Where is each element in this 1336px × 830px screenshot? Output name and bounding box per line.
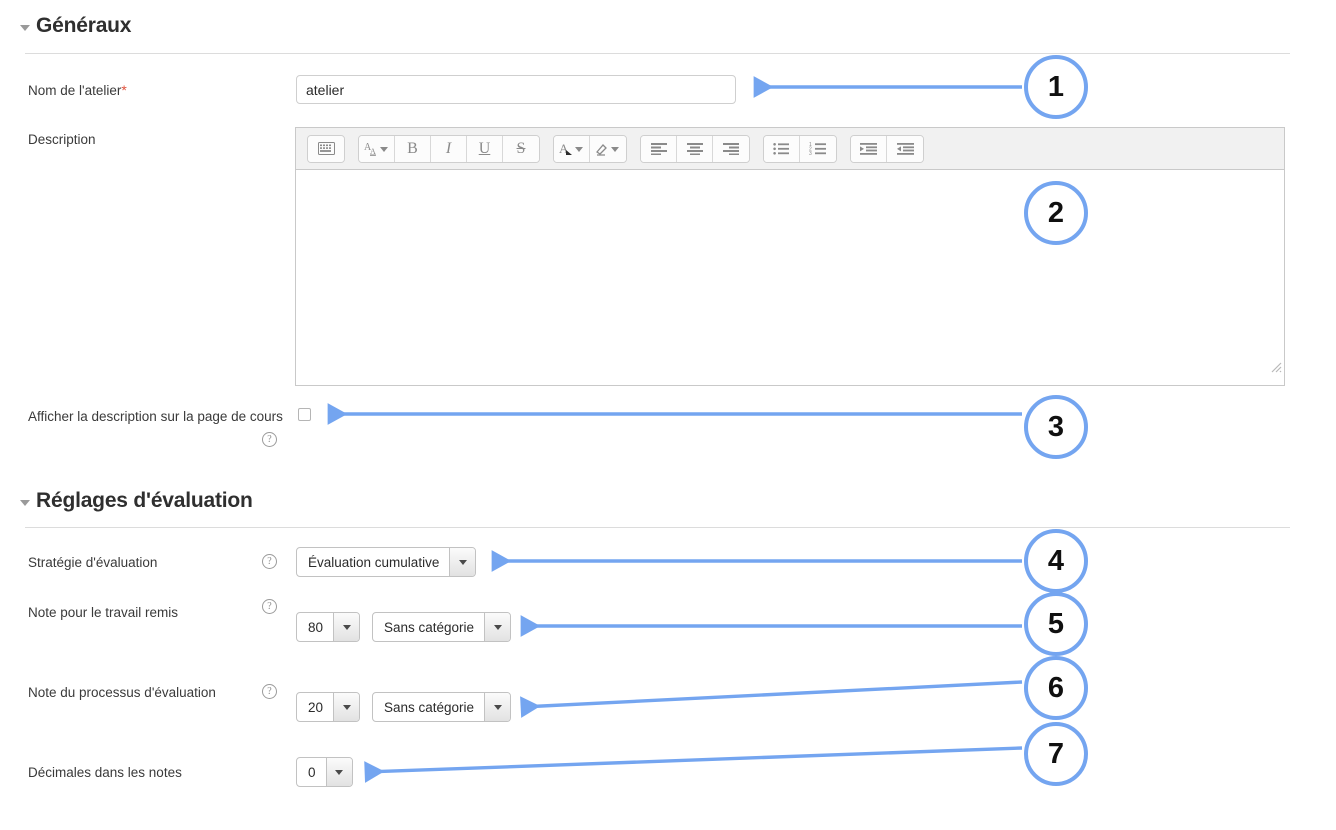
chevron-down-icon[interactable] (449, 548, 476, 576)
resize-handle[interactable] (1269, 360, 1282, 373)
arrow-6 (520, 680, 1023, 718)
label-show-description: Afficher la description sur la page de c… (28, 409, 283, 424)
section-title-evaluation: Réglages d'évaluation (36, 489, 253, 512)
highlight-color-icon[interactable] (590, 135, 626, 162)
toolbar-group-align (640, 134, 750, 163)
assessment-grade-value: 20 (308, 699, 324, 715)
section-divider-evaluation (25, 527, 1290, 528)
keyboard-icon[interactable] (308, 135, 344, 162)
callout-1: 1 (1024, 55, 1088, 119)
help-icon-submission-grade[interactable]: ? (262, 599, 277, 614)
help-icon-grading-strategy[interactable]: ? (262, 554, 277, 569)
submission-grade-category-select[interactable]: Sans catégorie (372, 612, 512, 642)
svg-text:A: A (364, 142, 372, 153)
underline-icon[interactable]: U (467, 135, 503, 162)
show-description-checkbox[interactable] (298, 408, 311, 421)
grade-decimals-value: 0 (308, 764, 316, 780)
align-center-icon[interactable] (677, 135, 713, 162)
submission-grade-value: 80 (308, 619, 324, 635)
grading-strategy-value: Évaluation cumulative (308, 554, 440, 570)
chevron-down-icon[interactable] (484, 613, 511, 641)
font-color-icon[interactable]: A (554, 135, 590, 162)
label-description: Description (28, 132, 96, 147)
label-submission-grade: Note pour le travail remis (28, 605, 179, 620)
section-divider-generaux (25, 53, 1290, 54)
svg-text:3: 3 (809, 151, 812, 155)
toolbar-group-colors: A (553, 134, 627, 163)
section-title-generaux: Généraux (36, 14, 132, 37)
required-marker-icon: * (121, 82, 127, 98)
callout-4: 4 (1024, 529, 1088, 593)
chevron-down-icon[interactable] (333, 613, 360, 641)
callout-6: 6 (1024, 656, 1088, 720)
font-size-icon[interactable]: A A (359, 135, 395, 162)
callout-7: 7 (1024, 722, 1088, 786)
align-left-icon[interactable] (641, 135, 677, 162)
section-header-generaux[interactable]: Généraux (20, 14, 131, 38)
svg-text:2: 2 (809, 147, 812, 153)
editor-toolbar: A A B I U S A (296, 128, 1284, 170)
description-editor[interactable]: A A B I U S A (295, 127, 1285, 386)
bold-icon[interactable]: B (395, 135, 431, 162)
toolbar-group-insert (307, 134, 345, 163)
svg-text:1: 1 (809, 142, 812, 148)
collapse-triangle-icon-evaluation[interactable] (20, 499, 30, 506)
grading-strategy-select[interactable]: Évaluation cumulative (296, 547, 477, 577)
chevron-down-icon[interactable] (484, 693, 511, 721)
align-right-icon[interactable] (713, 135, 749, 162)
assessment-grade-category-select[interactable]: Sans catégorie (372, 692, 512, 722)
section-header-evaluation[interactable]: Réglages d'évaluation (20, 489, 253, 513)
toolbar-group-indent (850, 134, 924, 163)
bullet-list-icon[interactable] (764, 135, 800, 162)
callout-3: 3 (1024, 395, 1088, 459)
outdent-icon[interactable] (887, 135, 923, 162)
grade-decimals-select[interactable]: 0 (296, 757, 353, 787)
assessment-grade-select[interactable]: 20 (296, 692, 361, 722)
collapse-triangle-icon[interactable] (20, 24, 30, 31)
label-workshop-name: Nom de l'atelier* (28, 82, 127, 98)
italic-icon[interactable]: I (431, 135, 467, 162)
assessment-grade-category-value: Sans catégorie (384, 699, 475, 715)
label-grading-strategy: Stratégie d'évaluation (28, 555, 158, 570)
help-icon-assessment-grade[interactable]: ? (262, 684, 277, 699)
callout-2: 2 (1024, 181, 1088, 245)
label-assessment-grade: Note du processus d'évaluation (28, 685, 216, 700)
label-grade-decimals: Décimales dans les notes (28, 765, 182, 780)
callout-5: 5 (1024, 592, 1088, 656)
strikethrough-icon[interactable]: S (503, 135, 539, 162)
toolbar-group-text-format: A A B I U S (358, 134, 540, 163)
chevron-down-icon[interactable] (325, 758, 352, 786)
submission-grade-select[interactable]: 80 (296, 612, 361, 642)
workshop-name-input[interactable] (296, 75, 736, 104)
chevron-down-icon[interactable] (333, 693, 360, 721)
arrow-7 (364, 746, 1023, 783)
submission-grade-category-value: Sans catégorie (384, 619, 475, 635)
help-icon-show-description[interactable]: ? (262, 432, 277, 447)
description-textarea[interactable] (296, 170, 1284, 375)
indent-icon[interactable] (851, 135, 887, 162)
svg-text:A: A (559, 141, 569, 156)
label-workshop-name-text: Nom de l'atelier (28, 83, 122, 98)
svg-text:A: A (370, 147, 376, 156)
